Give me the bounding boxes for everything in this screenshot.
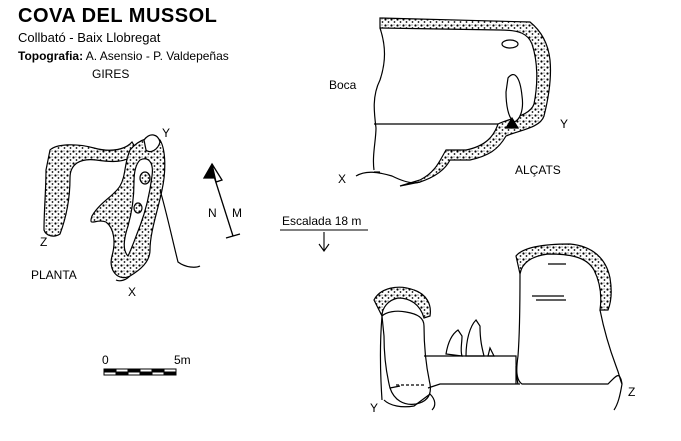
upper-column <box>505 74 524 123</box>
lower-left-rock <box>373 286 431 319</box>
lower-right-wall <box>599 309 623 385</box>
location-subtitle: Collbató - Baix Llobregat <box>18 30 161 45</box>
lower-stalagmite <box>445 329 463 357</box>
upper-elevation <box>355 17 552 187</box>
upper-point-y: Y <box>560 117 568 131</box>
plan-point-x: X <box>128 285 136 299</box>
plan-left-wall <box>43 140 139 237</box>
plan-label: PLANTA <box>31 268 77 282</box>
upper-floor <box>355 171 421 184</box>
upper-entrance <box>372 27 386 171</box>
north-arrow-icon <box>202 162 241 239</box>
topography-label: Topografia: <box>18 49 84 63</box>
north-label: N <box>208 206 217 220</box>
plan-outline <box>115 275 131 282</box>
scale-five: 5m <box>174 353 191 367</box>
plan-top-blob <box>143 134 161 153</box>
lower-point-z: Z <box>628 385 635 399</box>
plan-inner-rock <box>133 202 143 214</box>
lower-stalagmite <box>487 346 495 357</box>
topography-credit: Topografia: A. Asensio - P. Valdepeñas <box>18 50 229 62</box>
plan-point-y: Y <box>162 126 170 140</box>
climb-arrow-icon <box>280 229 368 252</box>
lower-elevation <box>373 243 623 411</box>
lower-floor <box>424 355 519 385</box>
lower-bottom <box>389 383 520 389</box>
plan-outline <box>159 189 201 268</box>
lower-bottom-rock <box>383 393 436 411</box>
lower-left-wall <box>379 315 383 401</box>
upper-hole <box>501 39 519 49</box>
scale-bar <box>103 368 177 376</box>
club-name: GIRES <box>92 67 130 81</box>
page-title: COVA DEL MUSSOL <box>18 5 218 27</box>
magnetic-label: M <box>232 206 242 220</box>
scale-zero: 0 <box>102 353 109 367</box>
plan-inner-rock <box>139 171 151 185</box>
plan-point-z: Z <box>40 235 47 249</box>
plan-view <box>43 134 201 282</box>
climb-label: Escalada 18 m <box>282 214 361 228</box>
lower-left-pillar <box>381 310 431 405</box>
lower-right-block <box>516 273 623 411</box>
elevation-label: ALÇATS <box>515 163 561 177</box>
topography-authors: A. Asensio - P. Valdepeñas <box>85 49 229 63</box>
upper-point-x: X <box>338 172 346 186</box>
lower-stalagmite <box>465 319 485 357</box>
lower-point-y: Y <box>370 401 378 415</box>
boca-label: Boca <box>329 78 357 92</box>
upper-rock-wall <box>379 17 552 187</box>
